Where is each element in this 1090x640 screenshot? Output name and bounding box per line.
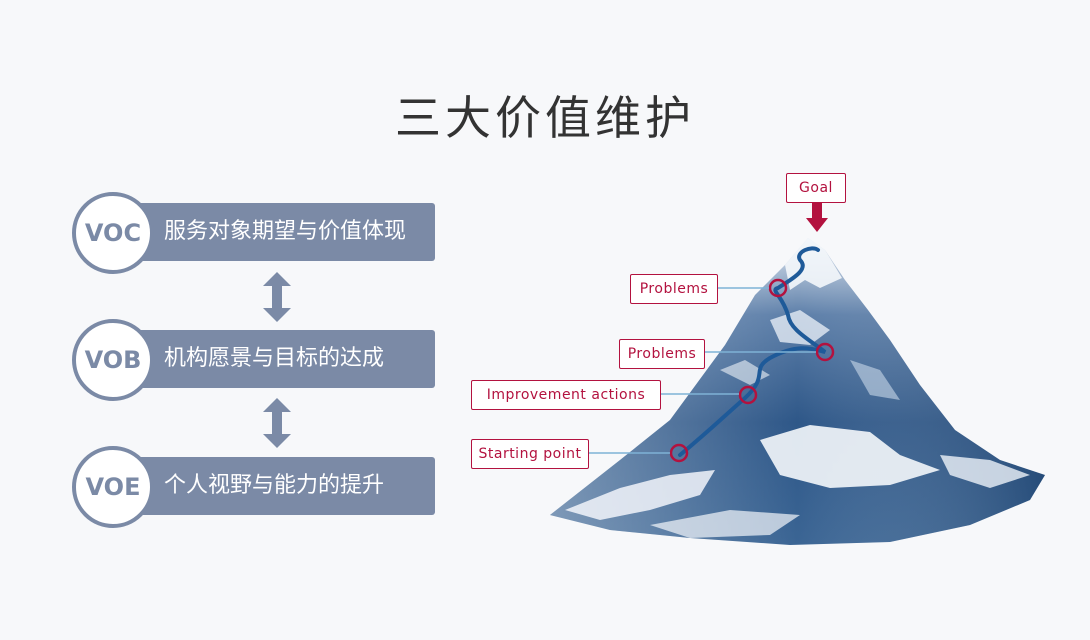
value-badge-vob: VOB [72,319,154,401]
callout-problems-upper: Problems [630,274,718,304]
value-label-voe: 个人视野与能力的提升 [164,473,385,498]
value-label-voc: 服务对象期望与价值体现 [164,219,407,244]
callout-starting-point: Starting point [471,439,589,469]
value-label-vob: 机构愿景与目标的达成 [164,346,385,371]
callout-improvement-actions: Improvement actions [471,380,661,410]
page-title: 三大价值维护 [395,91,695,145]
callout-goal: Goal [786,173,846,203]
value-badge-voe: VOE [72,446,154,528]
value-bar-voe: 个人视野与能力的提升 [118,457,435,515]
value-bar-vob: 机构愿景与目标的达成 [118,330,435,388]
double-arrow-icon [263,398,291,448]
callout-problems-lower: Problems [619,339,705,369]
value-badge-voc: VOC [72,192,154,274]
mountain-illustration [550,203,1045,545]
value-bar-voc: 服务对象期望与价值体现 [118,203,435,261]
double-arrow-icon [263,272,291,322]
